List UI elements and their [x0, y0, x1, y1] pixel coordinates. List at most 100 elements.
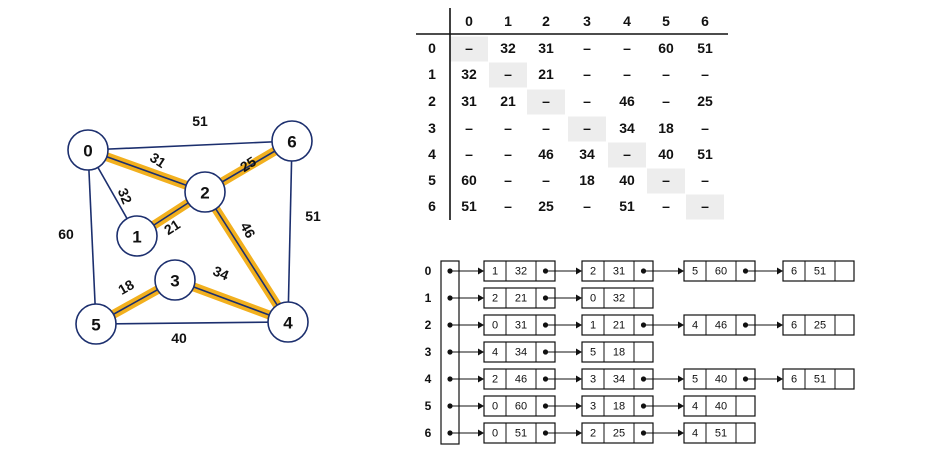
list-node-vertex: 4 — [692, 428, 698, 440]
matrix-cell: – — [465, 120, 473, 136]
list-node-weight: 32 — [515, 266, 527, 278]
list-row-index: 2 — [425, 318, 432, 332]
list-node-vertex: 6 — [791, 320, 797, 332]
edge-weight-3-5: 18 — [115, 276, 137, 298]
vertex-label-5: 5 — [91, 316, 100, 335]
list-arrowhead — [576, 321, 582, 329]
list-arrowhead — [478, 375, 484, 383]
matrix-cell: – — [662, 198, 670, 214]
edge-4-5 — [95, 321, 289, 325]
vertex-4 — [267, 301, 309, 343]
list-node-weight: 46 — [715, 320, 727, 332]
matrix-cell: 51 — [697, 146, 713, 162]
matrix-cell: – — [583, 120, 591, 136]
matrix-cell: – — [623, 146, 631, 162]
matrix-cell: – — [701, 172, 709, 188]
edge-2-4 — [204, 191, 289, 323]
list-node — [782, 260, 855, 282]
matrix-cell: – — [465, 146, 473, 162]
list-node-vertex: 4 — [692, 320, 698, 332]
list-node-weight: 40 — [715, 374, 727, 386]
list-arrowhead — [678, 267, 684, 275]
matrix-cell: – — [701, 120, 709, 136]
matrix-col-header: 1 — [504, 13, 512, 29]
vertex-label-0: 0 — [83, 142, 92, 161]
matrix-cell: – — [583, 198, 591, 214]
matrix-cell: 34 — [579, 146, 595, 162]
matrix-cell: 25 — [538, 198, 554, 214]
matrix-diagonal-cell-2 — [527, 89, 565, 115]
list-node-vertex: 2 — [590, 266, 596, 278]
matrix-cell: – — [701, 198, 709, 214]
matrix-cell: 60 — [658, 40, 674, 56]
list-arrowhead — [478, 348, 484, 356]
list-node-weight: 51 — [814, 266, 826, 278]
edge-weight-1-2: 21 — [161, 216, 183, 238]
edge-weight-2-6: 25 — [237, 153, 259, 175]
matrix-cell: 31 — [538, 40, 554, 56]
list-arrowhead — [576, 375, 582, 383]
list-node-vertex: 0 — [492, 401, 498, 413]
list-node-weight: 25 — [814, 320, 826, 332]
list-node-weight: 25 — [613, 428, 625, 440]
matrix-cell: – — [504, 146, 512, 162]
list-node-vertex: 1 — [492, 266, 498, 278]
matrix-cell: – — [623, 40, 631, 56]
list-node-weight: 18 — [613, 401, 625, 413]
list-node-weight: 60 — [715, 266, 727, 278]
list-node-weight: 51 — [715, 428, 727, 440]
list-node-vertex: 0 — [590, 293, 596, 305]
list-node-vertex: 6 — [791, 266, 797, 278]
vertex-2 — [184, 171, 226, 213]
list-row-index: 1 — [425, 291, 432, 305]
matrix-diagonal-cell-6 — [686, 194, 724, 220]
matrix-col-header: 0 — [465, 13, 473, 29]
matrix-cell: 32 — [461, 66, 477, 82]
matrix-cell: 40 — [658, 146, 674, 162]
edge-weight-3-4: 34 — [211, 263, 232, 284]
list-row-index: 5 — [425, 399, 432, 413]
matrix-row-header: 4 — [428, 146, 436, 162]
matrix-diagonal-cell-4 — [608, 142, 646, 168]
list-node-vertex: 4 — [692, 401, 698, 413]
vertex-label-3: 3 — [170, 272, 179, 291]
list-node-vertex: 0 — [492, 428, 498, 440]
list-arrowhead — [678, 402, 684, 410]
list-node-weight: 46 — [515, 374, 527, 386]
list-node — [683, 395, 756, 417]
list-node-vertex: 4 — [492, 347, 498, 359]
list-node-vertex: 1 — [590, 320, 596, 332]
matrix-cell: – — [504, 198, 512, 214]
list-node-weight: 34 — [515, 347, 527, 359]
matrix-cell: – — [623, 66, 631, 82]
list-arrowhead — [576, 402, 582, 410]
matrix-col-header: 2 — [542, 13, 550, 29]
edge-weight-4-6: 51 — [305, 208, 321, 224]
matrix-cell: – — [542, 172, 550, 188]
list-arrowhead — [478, 429, 484, 437]
matrix-row-header: 1 — [428, 66, 436, 82]
list-arrowhead — [576, 348, 582, 356]
matrix-row-header: 0 — [428, 40, 436, 56]
list-arrowhead — [777, 375, 783, 383]
list-node-vertex: 5 — [692, 374, 698, 386]
list-node — [782, 314, 855, 336]
list-node-vertex: 6 — [791, 374, 797, 386]
matrix-cell: 34 — [619, 120, 635, 136]
list-node-weight: 21 — [515, 293, 527, 305]
matrix-cell: – — [504, 120, 512, 136]
matrix-cell: – — [583, 40, 591, 56]
list-node-vertex: 3 — [590, 374, 596, 386]
matrix-cell: 32 — [500, 40, 516, 56]
list-row-index: 3 — [425, 345, 432, 359]
matrix-cell: 51 — [461, 198, 477, 214]
list-node-weight: 60 — [515, 401, 527, 413]
vertex-6 — [271, 120, 313, 162]
matrix-cell: 25 — [697, 93, 713, 109]
matrix-cell: – — [583, 66, 591, 82]
list-row-index: 0 — [425, 264, 432, 278]
matrix-cell: 51 — [697, 40, 713, 56]
list-arrowhead — [478, 294, 484, 302]
